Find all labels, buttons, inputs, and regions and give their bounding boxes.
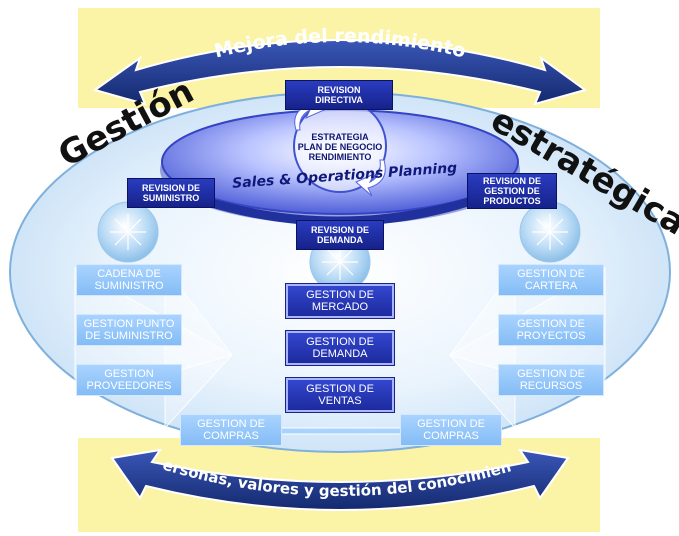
top-arrow (92, 39, 588, 106)
compras-connector (279, 427, 403, 435)
left-box-cadena: CADENA DE SUMINISTRO (76, 264, 182, 296)
middle-box-demanda: GESTION DE DEMANDA (286, 331, 394, 365)
center-line-1: ESTRATEGIA (311, 131, 369, 142)
center-line-3: RENDIMIENTO (308, 152, 372, 163)
disc-sweep-arrow (206, 196, 474, 226)
left-box-proveedores: GESTION PROVEEDORES (76, 364, 182, 396)
gear-spokes (110, 214, 568, 280)
middle-box-mercado: GESTION DE MERCADO (286, 284, 394, 318)
review-directiva: REVISION DIRECTIVA (285, 80, 393, 110)
bottom-box-compras-left: GESTION DE COMPRAS (180, 414, 282, 446)
bottom-arrow (110, 448, 570, 511)
right-box-cartera: GESTION DE CARTERA (498, 264, 604, 296)
review-demanda: REVISION DE DEMANDA (296, 220, 384, 250)
bottom-box-compras-right: GESTION DE COMPRAS (400, 414, 502, 446)
right-box-proyectos: GESTION DE PROYECTOS (498, 314, 604, 346)
left-box-punto: GESTION PUNTO DE SUMINISTRO (76, 314, 182, 346)
right-box-recursos: GESTION DE RECURSOS (498, 364, 604, 396)
review-productos: REVISION DE GESTION DE PRODUCTOS (467, 173, 557, 209)
review-suministro: REVISION DE SUMINISTRO (127, 178, 215, 208)
middle-box-ventas: GESTION DE VENTAS (286, 378, 394, 412)
center-line-2: PLAN DE NEGOCIO (297, 141, 383, 152)
center-strategy-text: ESTRATEGIA PLAN DE NEGOCIO RENDIMIENTO (270, 126, 410, 168)
